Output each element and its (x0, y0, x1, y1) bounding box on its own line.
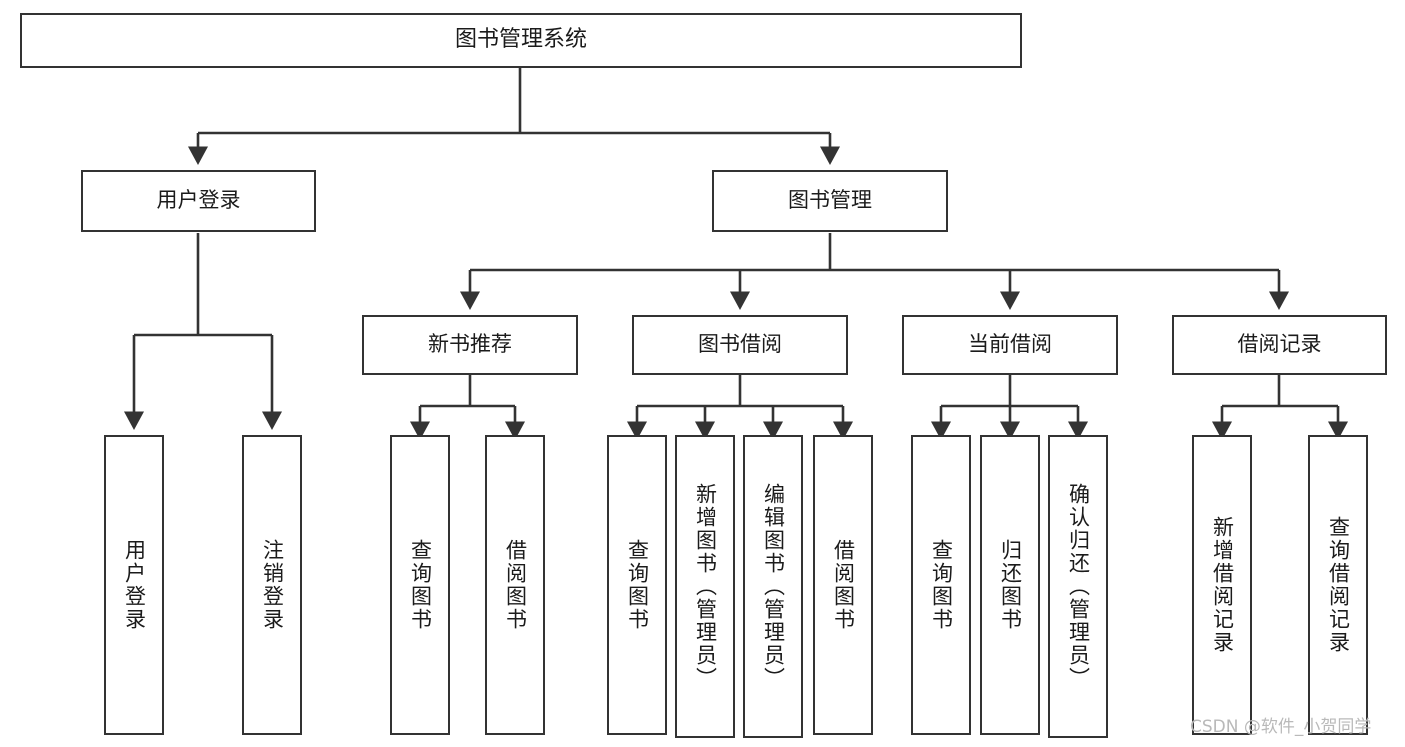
leaf-add-book-admin[interactable]: 新增图书（管理员） (675, 435, 735, 738)
node-label: 图书管理 (788, 188, 872, 213)
leaf-borrow-book-newbook[interactable]: 借阅图书 (485, 435, 545, 735)
leaf-edit-book-admin[interactable]: 编辑图书（管理员） (743, 435, 803, 738)
node-book-management[interactable]: 图书管理 (712, 170, 948, 232)
leaf-query-book-newbook[interactable]: 查询图书 (390, 435, 450, 735)
node-label: 编辑图书（管理员） (761, 483, 786, 690)
node-label: 用户登录 (122, 539, 147, 631)
node-label: 新书推荐 (428, 332, 512, 357)
node-label: 借阅记录 (1237, 332, 1322, 357)
node-label: 注销登录 (260, 539, 285, 631)
leaf-user-login[interactable]: 用户登录 (104, 435, 164, 735)
node-label: 图书管理系统 (454, 27, 587, 53)
leaf-confirm-return-admin[interactable]: 确认归还（管理员） (1048, 435, 1108, 738)
leaf-query-borrow-record[interactable]: 查询借阅记录 (1308, 435, 1368, 735)
node-label: 借阅图书 (831, 539, 856, 631)
node-book-borrow[interactable]: 图书借阅 (632, 315, 848, 375)
node-label: 确认归还（管理员） (1066, 483, 1091, 690)
node-label: 查询图书 (625, 539, 650, 631)
node-new-book-recommend[interactable]: 新书推荐 (362, 315, 578, 375)
leaf-logout[interactable]: 注销登录 (242, 435, 302, 735)
leaf-query-book-borrow[interactable]: 查询图书 (607, 435, 667, 735)
csdn-watermark: CSDN @软件_小贺同学 (1190, 717, 1372, 737)
node-user-login[interactable]: 用户登录 (81, 170, 316, 232)
node-label: 查询借阅记录 (1326, 516, 1351, 654)
node-label: 用户登录 (156, 188, 241, 213)
leaf-query-book-current[interactable]: 查询图书 (911, 435, 971, 735)
node-root-book-management-system[interactable]: 图书管理系统 (20, 13, 1022, 68)
node-label: 图书借阅 (698, 332, 782, 357)
node-borrow-records[interactable]: 借阅记录 (1172, 315, 1387, 375)
node-label: 当前借阅 (968, 332, 1052, 357)
node-label: 查询图书 (408, 539, 433, 631)
leaf-return-book[interactable]: 归还图书 (980, 435, 1040, 735)
leaf-add-borrow-record[interactable]: 新增借阅记录 (1192, 435, 1252, 735)
node-label: 新增图书（管理员） (693, 483, 718, 690)
leaf-borrow-book[interactable]: 借阅图书 (813, 435, 873, 735)
node-label: 新增借阅记录 (1210, 516, 1235, 654)
node-label: 归还图书 (998, 539, 1023, 631)
node-label: 查询图书 (929, 539, 954, 631)
node-label: 借阅图书 (503, 539, 528, 631)
node-current-borrow[interactable]: 当前借阅 (902, 315, 1118, 375)
